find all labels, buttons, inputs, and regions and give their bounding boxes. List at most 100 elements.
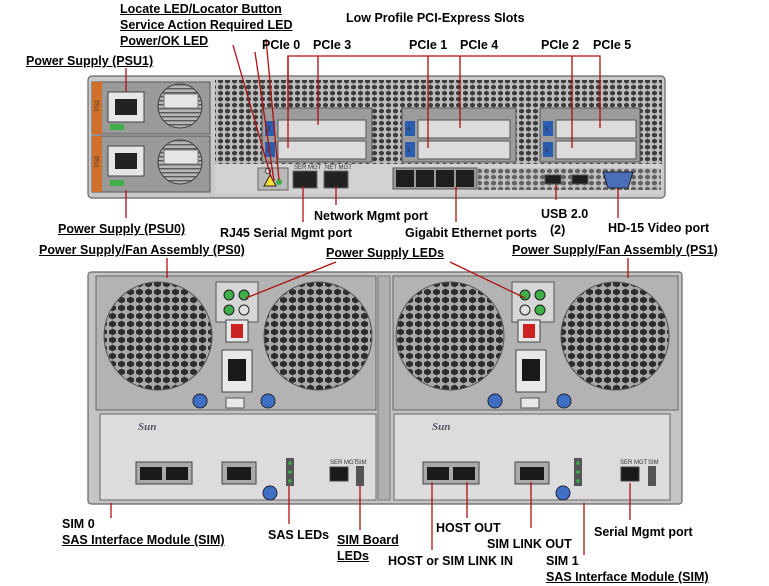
power-ok-led (276, 179, 282, 185)
sim1-label-line1: SIM 1 (546, 554, 579, 568)
gigabit-ethernet-port-0[interactable] (396, 170, 414, 187)
usb-label-line1: USB 2.0 (541, 207, 589, 221)
ps0-thumbscrew-right[interactable] (260, 393, 276, 409)
usb-port-1[interactable] (571, 174, 589, 185)
sim1-sas-led-3 (576, 479, 580, 483)
pcie5-bracket[interactable] (555, 119, 637, 139)
sim1-host-or-sim-link-in-port[interactable] (427, 467, 449, 480)
pcie-bay-left: 3 0 (261, 107, 373, 163)
psu0-label-sticker (163, 149, 199, 165)
ps0-led-4 (238, 304, 250, 316)
usb-port-0[interactable] (544, 174, 562, 185)
ps1-led-3 (519, 304, 531, 316)
ps0-eject-handle[interactable] (225, 397, 245, 409)
pcie2-label: PCIe 2 (541, 38, 580, 52)
sim0-serial-mgmt-port[interactable] (329, 466, 349, 482)
power-supply-leds-label: Power Supply LEDs (326, 246, 445, 260)
callout-ps0-leds (245, 261, 337, 299)
sim0-sas-port-1[interactable] (140, 467, 162, 480)
psu1-marking: PS1 (95, 99, 101, 111)
sim0-label-line1: SIM 0 (62, 517, 95, 531)
sim1-module: Sun SER MGT SIM (393, 413, 671, 501)
net-mgt-marking: NET MGT (325, 165, 352, 171)
sim-link-out-label: SIM LINK OUT (487, 537, 572, 551)
sim-board-leds-label-line1: SIM Board (337, 533, 399, 547)
pcie2-bracket[interactable] (555, 140, 637, 160)
locate-led-label: Locate LED/Locator Button (120, 2, 282, 16)
ps0-led-3 (223, 304, 235, 316)
sim0-sim-marking: SIM (356, 460, 367, 466)
pcie-bay-middle: 4 1 (401, 107, 517, 163)
ps0-fan-right-icon (263, 281, 373, 391)
psu1-label-sticker (163, 93, 199, 109)
pcie0-bracket[interactable] (277, 140, 367, 160)
psu0-handle[interactable] (92, 136, 102, 192)
sim1-sas-led-2 (576, 470, 580, 474)
ps1-led-4 (534, 304, 546, 316)
psu0-marking: PS0 (95, 155, 101, 167)
pcie4-bracket[interactable] (417, 119, 511, 139)
ps1-thumbscrew-left[interactable] (487, 393, 503, 409)
ps1-led-panel (511, 281, 555, 323)
pcie1-label: PCIe 1 (409, 38, 448, 52)
ps1-thumbscrew-right[interactable] (556, 393, 572, 409)
sim1-sun-logo: Sun (432, 421, 450, 433)
gigabit-ethernet-port-1[interactable] (416, 170, 434, 187)
ps1-fan-right-icon (560, 281, 670, 391)
psu0-module[interactable]: PS0 (91, 135, 211, 193)
ps0-fan-left-icon (103, 281, 213, 391)
psu1-handle[interactable] (92, 82, 102, 134)
ps0-fan-label: Power Supply/Fan Assembly (PS0) (39, 243, 245, 257)
sim0-ser-mgt-marking: SER MGT (330, 460, 358, 466)
pcie5-slot-badge (543, 121, 553, 136)
pcie5-slot-number: 5 (545, 127, 549, 133)
gigabit-ethernet-port-3[interactable] (456, 170, 474, 187)
pcie4-slot-number: 4 (407, 127, 411, 133)
sim1-host-out-port[interactable] (453, 467, 475, 480)
sim0-sas-port-2[interactable] (166, 467, 188, 480)
ps0-led-2 (238, 289, 250, 301)
ps1-fan-left-icon (395, 281, 505, 391)
callout-ps1-leds (449, 261, 526, 299)
host-or-sim-link-in-label: HOST or SIM LINK IN (388, 554, 513, 568)
pcie1-slot-badge (405, 142, 415, 157)
sim0-sun-logo: Sun (138, 421, 156, 433)
hd15-video-port[interactable] (602, 171, 634, 189)
hd15-video-label: HD-15 Video port (608, 221, 710, 235)
ps1-eject-handle[interactable] (520, 397, 540, 409)
pcie5-label: PCIe 5 (593, 38, 632, 52)
pcie3-label: PCIe 3 (313, 38, 352, 52)
pci-slots-label: Low Profile PCI-Express Slots (346, 11, 525, 25)
pcie4-label: PCIe 4 (460, 38, 499, 52)
sim1-sas-led-1 (576, 461, 580, 465)
service-required-led (263, 173, 277, 187)
sim0-sas-port-3[interactable] (227, 467, 251, 480)
gigabit-ethernet-port-2[interactable] (436, 170, 454, 187)
sim1-thumbscrew[interactable] (555, 485, 571, 501)
sim0-faceplate (99, 413, 377, 501)
enclosure-center-divider (377, 275, 391, 501)
sas-leds-label: SAS LEDs (268, 528, 330, 542)
sim0-sas-led-2 (288, 470, 292, 474)
callout-lines (110, 38, 631, 555)
pcie1-slot-number: 1 (407, 148, 411, 154)
sim1-serial-mgmt-port[interactable] (620, 466, 640, 482)
sim1-sim-link-out-port[interactable] (520, 467, 544, 480)
pcie3-bracket[interactable] (277, 119, 367, 139)
ps0-thumbscrew-left[interactable] (192, 393, 208, 409)
ps1-power-switch[interactable] (523, 324, 535, 338)
psu1-module[interactable]: PS1 (91, 81, 211, 135)
callout-locate-led (232, 44, 272, 178)
serial-mgmt-rj45-port[interactable] (292, 170, 318, 189)
network-mgmt-port[interactable] (323, 170, 349, 189)
rear-io: SER MGT NET MGT (257, 165, 634, 191)
pcie2-slot-number: 2 (545, 148, 549, 154)
pcie4-slot-badge (405, 121, 415, 136)
ps1-fan-assembly (392, 275, 679, 411)
sim0-thumbscrew[interactable] (262, 485, 278, 501)
sim1-label-line2: SAS Interface Module (SIM) (546, 570, 709, 584)
sim1-sim-marking: SIM (648, 460, 659, 466)
ps0-power-switch[interactable] (231, 324, 243, 338)
ps0-ac-socket (228, 359, 246, 381)
pcie1-bracket[interactable] (417, 140, 511, 160)
